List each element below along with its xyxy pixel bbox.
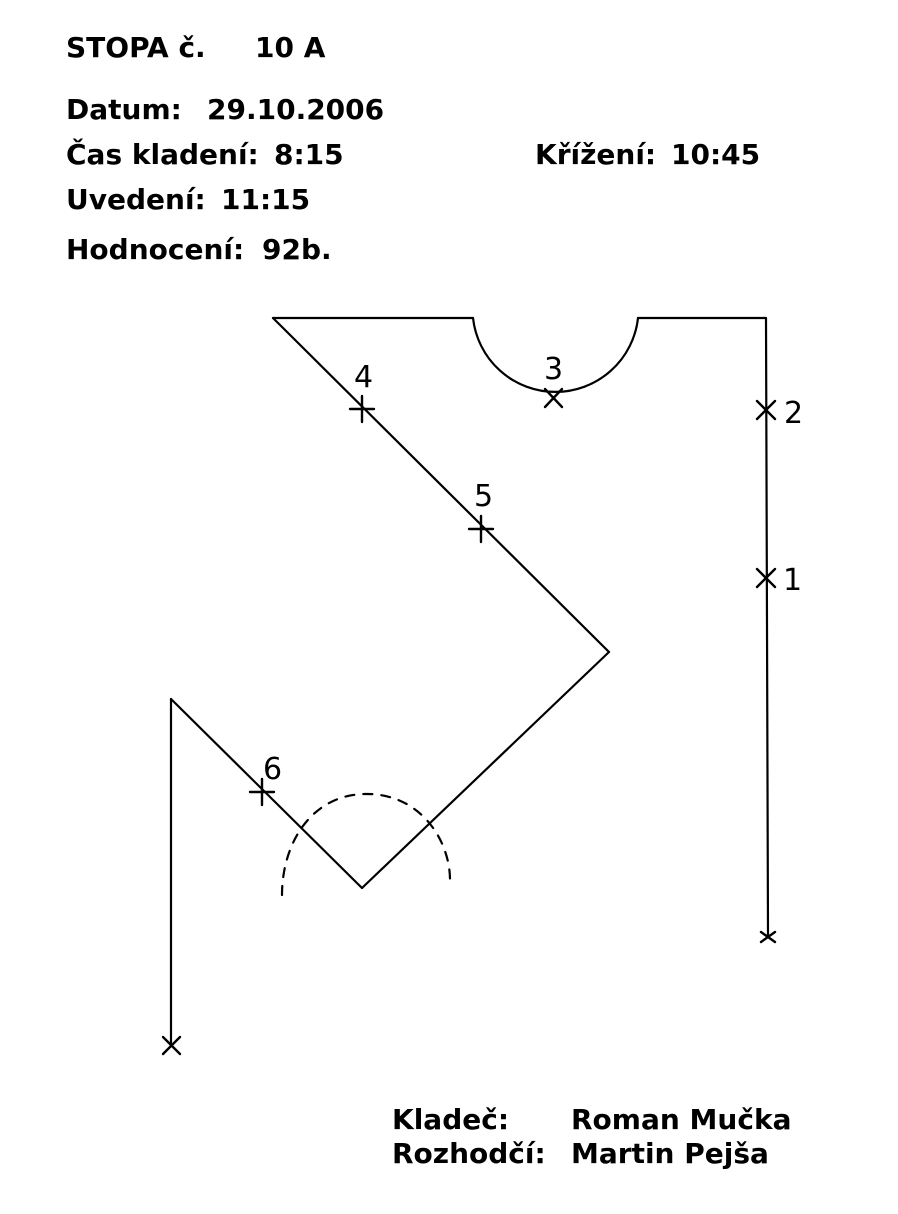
datum-label: Datum: — [66, 93, 182, 126]
kladec-label: Kladeč: — [392, 1103, 510, 1136]
krizeni-label: Křížení: — [535, 138, 657, 171]
track-line-diagonal-down — [271, 316, 611, 654]
marker-4-label: 4 — [354, 360, 373, 395]
datum-value: 29.10.2006 — [207, 93, 385, 126]
uvedeni-value: 11:15 — [221, 183, 311, 216]
track-line-right-vertical — [636, 316, 770, 937]
marker-4-cross — [348, 394, 376, 424]
marker-1-cross — [755, 567, 777, 589]
stopa-label: STOPA č. — [66, 31, 206, 64]
marker-5-cross — [467, 514, 495, 544]
rozhodci-value: Martin Pejša — [571, 1137, 769, 1170]
hodnoceni-value: 92b. — [262, 233, 332, 266]
track-arc-3 — [471, 316, 640, 394]
crossing-dashed-arc — [280, 792, 452, 897]
track-line-diagonal-v-right — [360, 650, 611, 890]
marker-6-label: 6 — [263, 752, 282, 787]
hodnoceni-label: Hodnocení: — [66, 233, 245, 266]
cas-kladeni-value: 8:15 — [274, 138, 344, 171]
kladec-value: Roman Mučka — [571, 1103, 792, 1136]
krizeni-value: 10:45 — [671, 138, 761, 171]
marker-3-cross — [543, 387, 564, 409]
uvedeni-label: Uvedení: — [66, 183, 206, 216]
cas-kladeni-label: Čas kladení: — [66, 138, 259, 171]
marker-1-label: 1 — [783, 563, 802, 598]
marker-6-cross — [248, 777, 276, 807]
track-line-diagonal-v-left — [169, 697, 364, 890]
rozhodci-label: Rozhodčí: — [392, 1137, 546, 1170]
marker-3-label: 3 — [544, 352, 563, 387]
marker-5-label: 5 — [474, 479, 493, 514]
end-marker-right — [759, 930, 777, 944]
marker-2-cross — [755, 399, 777, 421]
stopa-value: 10 A — [255, 31, 326, 64]
end-marker-left — [161, 1035, 182, 1056]
marker-2-label: 2 — [784, 396, 803, 431]
